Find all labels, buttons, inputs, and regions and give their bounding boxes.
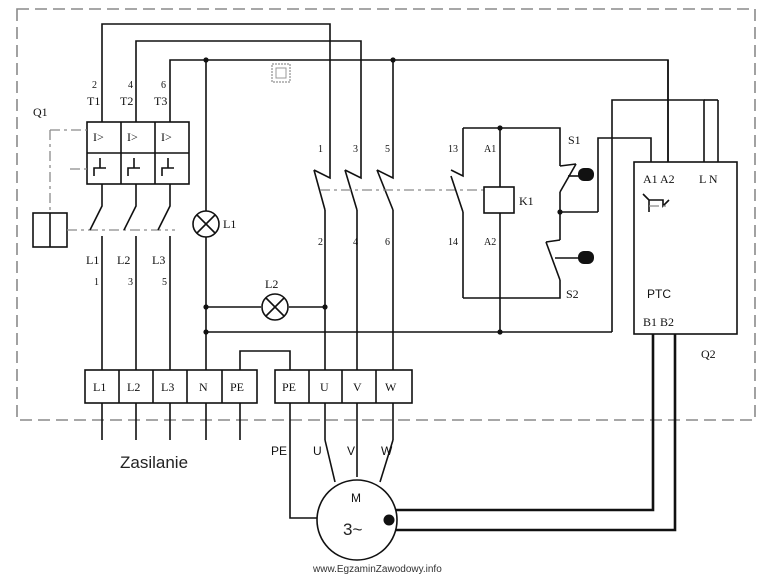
q2-name: PTC [647, 287, 671, 301]
logo-mark-icon [271, 63, 291, 83]
pushbutton-s1: S1 [559, 133, 594, 212]
ptc-lead-b1 [396, 334, 655, 512]
k1-coil [483, 186, 515, 214]
supply-term-l2: L2 [127, 380, 140, 394]
supply-term-l1: L1 [93, 380, 106, 394]
q2-terms-top: A1 A2 [643, 172, 675, 186]
motor-type: 3~ [343, 520, 362, 539]
thermistor-terminal-icon [383, 514, 395, 526]
enclosure-boundary [16, 8, 756, 421]
lamp-l2: L2 [261, 277, 289, 321]
motor-term-v: V [353, 380, 362, 394]
k1-aux-bottom: 14 [448, 237, 458, 248]
q2-terms-bottom: B1 B2 [643, 315, 674, 329]
motor-term-u: U [320, 380, 329, 394]
q1-bottom-term-1: 1 [94, 277, 99, 288]
q1-bottom-term-3: 5 [162, 277, 167, 288]
lamp-l1-label: L1 [223, 217, 236, 231]
q1-breaker: I> I> I> Q1 2 4 6 T1 T2 T3 L1 L2 L3 1 3 … [32, 80, 190, 288]
k1-bottom-term-1: 2 [318, 237, 323, 248]
q2-ptc-relay: A1 A2 L N PTC B1 B2 Q2 [633, 161, 738, 361]
supply-terminal-strip: L1 L2 L3 N PE [84, 369, 258, 404]
motor-term-w: W [385, 380, 397, 394]
k1-coil-label: K1 [519, 194, 534, 208]
k1-bottom-term-3: 6 [385, 237, 390, 248]
q1-bottom-term-2: 3 [128, 277, 133, 288]
lamp-l1: L1 [192, 210, 236, 238]
q1-trip-2: I> [127, 130, 138, 144]
k1-bottom-term-2: 4 [353, 237, 358, 248]
lead-u-label: U [313, 444, 322, 458]
supply-term-l3: L3 [161, 380, 174, 394]
k1-aux-top: 13 [448, 144, 458, 155]
supply-label: Zasilanie [120, 453, 188, 472]
pushbutton-s2: S2 [545, 212, 594, 301]
q1-top-name-1: T1 [87, 94, 100, 108]
k1-top-term-1: 1 [318, 144, 323, 155]
motor-symbol: M 3~ [316, 479, 398, 561]
supply-term-pe: PE [230, 380, 244, 394]
q1-top-term-2: 4 [128, 80, 133, 91]
motor-terminal-strip: PE U V W [274, 369, 413, 404]
contactor-k1: 1 3 5 2 4 6 13 14 K1 A1 A2 [313, 128, 534, 318]
q2-housing [633, 161, 738, 335]
supply-term-n: N [199, 380, 208, 394]
q1-top-name-2: T2 [120, 94, 133, 108]
q2-terms-supply: L N [699, 172, 718, 186]
control-wiring [463, 60, 719, 332]
k1-top-term-2: 3 [353, 144, 358, 155]
lead-v-label: V [347, 444, 355, 458]
q1-bottom-name-2: L2 [117, 253, 130, 267]
q1-trip-1: I> [93, 130, 104, 144]
ptc-lead-b2 [396, 334, 677, 532]
k1-a2-label: A2 [484, 237, 496, 248]
s2-label: S2 [566, 287, 579, 301]
motor-term-pe: PE [282, 380, 296, 394]
motor-leads: PE U V W [271, 439, 394, 519]
q1-top-term-1: 2 [92, 80, 97, 91]
q1-top-name-3: T3 [154, 94, 167, 108]
lead-pe-label: PE [271, 444, 287, 458]
k1-top-term-3: 5 [385, 144, 390, 155]
q1-trip-3: I> [161, 130, 172, 144]
watermark: www.EgzaminZawodowy.info [312, 564, 442, 575]
lamp-l2-label: L2 [265, 277, 278, 291]
q1-bottom-name-1: L1 [86, 253, 99, 267]
lead-w-label: W [381, 444, 393, 458]
s1-label: S1 [568, 133, 581, 147]
q1-label: Q1 [33, 105, 48, 119]
k1-a1-label: A1 [484, 144, 496, 155]
q2-label: Q2 [701, 347, 716, 361]
q1-top-term-3: 6 [161, 80, 166, 91]
q1-bottom-name-3: L3 [152, 253, 165, 267]
motor-name: M [351, 491, 361, 505]
